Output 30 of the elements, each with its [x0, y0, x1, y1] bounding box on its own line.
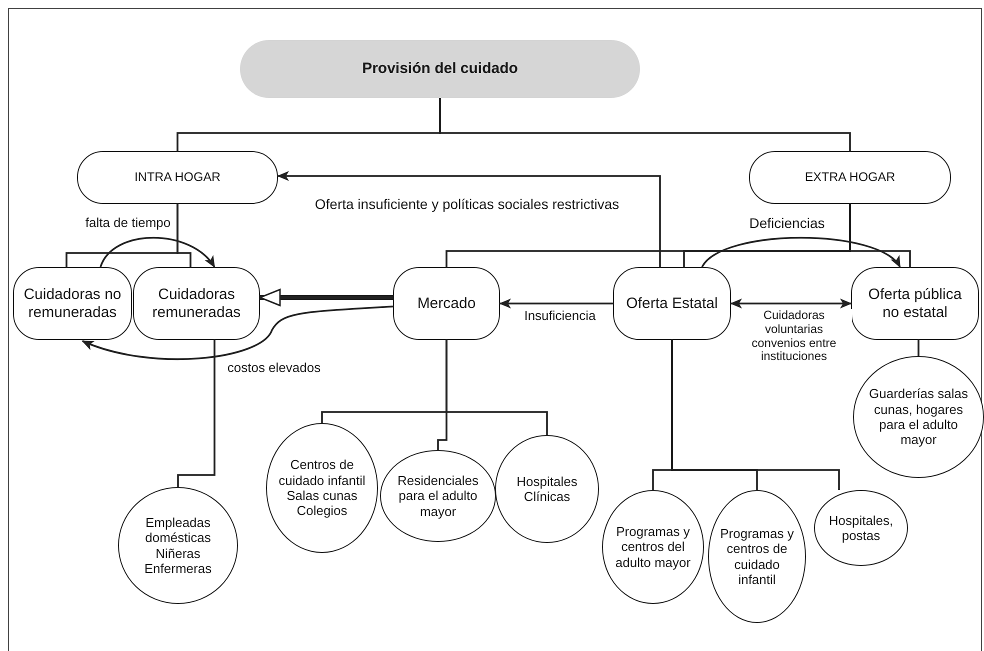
arrow	[82, 306, 394, 360]
rounded-box: Oferta pública no estatal	[851, 267, 979, 340]
rounded-box: Cuidadoras remuneradas	[133, 267, 260, 340]
connector-line	[918, 340, 920, 356]
service-ellipse: Residenciales para el adulto mayor	[380, 450, 496, 542]
arrow	[277, 171, 661, 267]
rounded-box: Oferta Estatal	[613, 267, 731, 340]
service-ellipse: Guarderías salas cunas, hogares para el adulto mayor	[853, 356, 984, 478]
connector-line	[176, 204, 192, 267]
service-ellipse: Programas y centros de cuidado infantil	[708, 490, 806, 623]
service-ellipse: Hospitales Clínicas	[495, 435, 599, 543]
category-box: EXTRA HOGAR	[749, 151, 951, 204]
connector-line	[671, 340, 840, 490]
service-ellipse: Hospitales, postas	[814, 490, 908, 566]
connector-line	[439, 98, 851, 151]
arrow	[100, 236, 216, 268]
arrow	[701, 236, 901, 268]
service-ellipse: Centros de cuidado infantil Salas cunas Colegios	[266, 423, 378, 553]
rounded-box: Cuidadoras no remuneradas	[13, 267, 132, 340]
connector-line	[849, 204, 911, 267]
connector-line	[446, 340, 548, 435]
arrow	[730, 298, 852, 308]
title-box: Provisión del cuidado	[240, 40, 640, 98]
service-ellipse: Empleadas domésticas Niñeras Enfermeras	[118, 487, 238, 604]
rounded-box: Mercado	[393, 267, 500, 340]
hollow-arrow	[259, 288, 393, 306]
arrow	[499, 298, 613, 308]
connector-line	[177, 340, 216, 487]
service-ellipse: Programas y centros del adulto mayor	[602, 490, 704, 604]
category-box: INTRA HOGAR	[77, 151, 278, 204]
